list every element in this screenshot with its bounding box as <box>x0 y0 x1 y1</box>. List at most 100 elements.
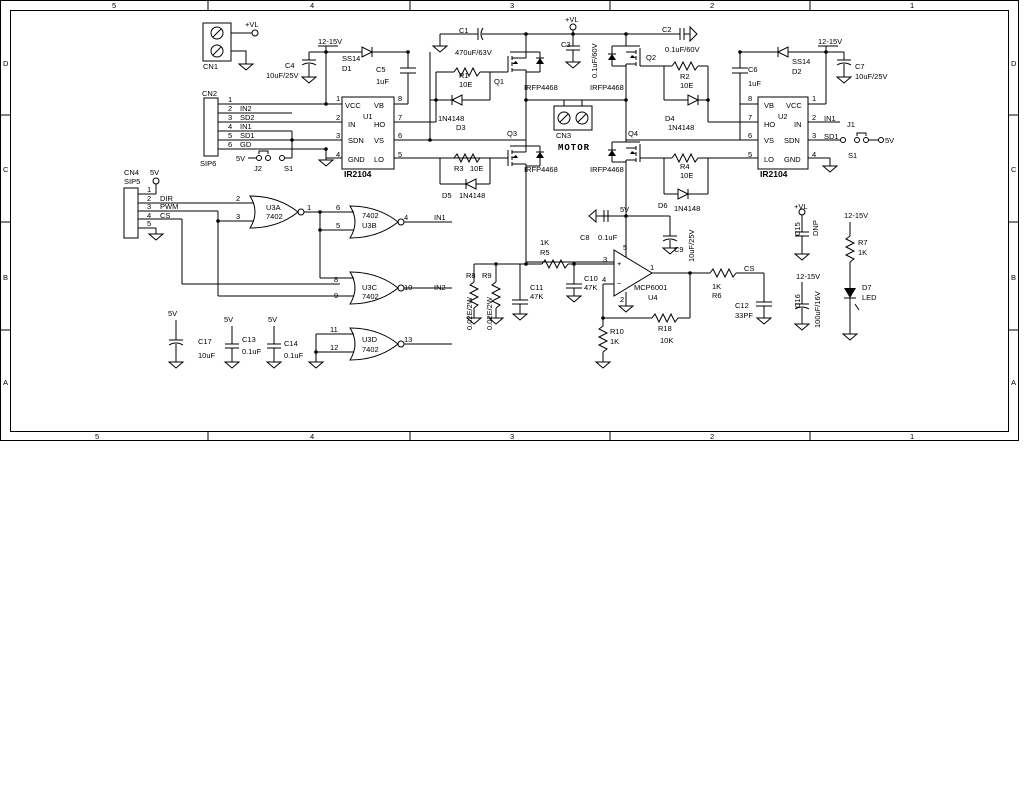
c15-value: DNP <box>811 220 820 236</box>
c11-ref: C11 <box>530 283 543 292</box>
d6-ref: D6 <box>658 201 668 210</box>
q1-ref: Q1 <box>494 77 504 86</box>
frame-row-a-right: A <box>1011 378 1016 387</box>
q2-part: IRFP4468 <box>590 83 624 92</box>
cn4-pin-1: 1 <box>147 185 151 194</box>
frame-row-c-right: C <box>1011 165 1017 174</box>
u3a-pin-2: 2 <box>236 194 240 203</box>
q2-mosfet: Q2 IRFP4468 <box>590 34 656 100</box>
u4-ref: U4 <box>648 293 658 302</box>
j1-jumper: J1 5V S1 <box>840 120 894 160</box>
u3c-part: 7402 <box>362 292 379 301</box>
c6-value: 1uF <box>748 79 761 88</box>
u2-ref: U2 <box>778 112 788 121</box>
c3-value: 0.1uF/60V <box>590 43 599 78</box>
frame-col-4-bottom: 4 <box>310 432 314 441</box>
cn3-ref: CN3 <box>556 131 571 140</box>
r2-value: 10E <box>680 81 693 90</box>
u2-pin-num-2: 2 <box>812 113 816 122</box>
cn4-part: SIP5 <box>124 177 140 186</box>
c15-ref: C15 <box>793 222 802 236</box>
right-misc: +VL C15 DNP 12-15V C16 100uF/16V 12-15V … <box>793 202 877 341</box>
motor-connector: CN3 MOTOR <box>430 98 752 153</box>
c13-net: 5V <box>224 315 233 324</box>
d5-part: 1N4148 <box>459 191 485 200</box>
gate-u3b: 7402 U3B 6 5 4 IN1 <box>318 203 452 278</box>
u3c-pin-10: 10 <box>404 283 412 292</box>
u3b-part: 7402 <box>362 211 379 220</box>
u1-pin-num-3: 3 <box>336 131 340 140</box>
frame-col-5-top: 5 <box>112 1 116 10</box>
u1-pin-num-2: 2 <box>336 113 340 122</box>
q1-part: IRFP4468 <box>524 83 558 92</box>
u1-pin-num-4: 4 <box>336 150 340 159</box>
c3-cap: C3 0.1uF/60V <box>561 34 599 78</box>
cn4-header: CN4 SIP5 5V 1 2 3 4 5 DIR PWM CS <box>123 168 340 285</box>
u2-pin-vcc: VCC <box>786 101 802 110</box>
u2-net-sd1: SD1 <box>824 132 839 141</box>
u3d-part: 7402 <box>362 345 379 354</box>
u2-net-in1: IN1 <box>824 114 836 123</box>
cn2-ref: CN2 <box>202 89 217 98</box>
frame-col-4-top: 4 <box>310 1 314 10</box>
u3a-part: 7402 <box>266 212 283 221</box>
c9-ref: C9 <box>674 245 684 254</box>
bypass-caps: 5V C17 10uF 5V C13 0.1uF 5V C14 0.1uF <box>167 309 304 369</box>
u3c-net: IN2 <box>434 283 446 292</box>
u1-ref: U1 <box>363 112 373 121</box>
vl-top-label: +VL <box>565 15 579 24</box>
u1-pin-num-5: 5 <box>398 150 402 159</box>
u3d-pin-11: 11 <box>330 325 338 334</box>
u1-pin-gnd: GND <box>348 155 365 164</box>
c3-ref: C3 <box>561 40 571 49</box>
c1-value: 470uF/63V <box>455 48 492 57</box>
cn1-terminal-block: CN1 +VL <box>202 20 259 71</box>
u1-pin-vs: VS <box>374 136 384 145</box>
r9-value: 0.02E/2W <box>485 296 494 330</box>
right-supply-label: 12-15V <box>818 37 842 46</box>
c16-ref: C16 <box>793 294 802 308</box>
u3b-pin-4: 4 <box>404 213 408 222</box>
q4-part: IRFP4468 <box>590 165 624 174</box>
r3-d5-gate: R3 10E D5 1N4148 <box>439 152 500 200</box>
right-supply: 12-15V SS14 D2 C6 1uF C7 10uF/25V <box>732 37 888 141</box>
u1-pin-num-7: 7 <box>398 113 402 122</box>
c1-bulk-cap: C1 470uF/63V <box>431 26 670 57</box>
c7-ref: C7 <box>855 62 865 71</box>
sheet-frame: 5 4 3 2 1 5 4 3 2 1 D C B A D C B A <box>0 0 1019 441</box>
d7-part: LED <box>862 293 877 302</box>
c17-net: 5V <box>168 309 177 318</box>
u3b-pin-6: 6 <box>336 203 340 212</box>
frame-col-2-top: 2 <box>710 1 714 10</box>
j1-v: 5V <box>885 136 894 145</box>
left-supply: 12-15V SS14 D1 C5 1uF C4 10uF/25V <box>266 37 416 104</box>
c16-value: 100uF/16V <box>813 291 822 328</box>
cn4-ref: CN4 <box>124 168 139 177</box>
cn1-ref: CN1 <box>203 62 218 71</box>
u2-pin-num-6: 6 <box>748 131 752 140</box>
q1-mosfet: Q1 IRFP4468 <box>494 34 558 100</box>
gate-u3c: U3C 7402 8 9 10 IN2 <box>218 271 452 305</box>
u2-pin-lo: LO <box>764 155 774 164</box>
c4-value: 10uF/25V <box>266 71 299 80</box>
frame-col-5-bottom: 5 <box>95 432 99 441</box>
r7-net: 12-15V <box>844 211 868 220</box>
u3d-pin-12: 12 <box>330 343 338 352</box>
j2-ref: J2 <box>254 164 262 173</box>
c2-ref: C2 <box>662 25 672 34</box>
u4-pin-3: 3 <box>603 255 607 264</box>
u2-pin-vs: VS <box>764 136 774 145</box>
frame-col-2-bottom: 2 <box>710 432 714 441</box>
u2-pin-num-1: 1 <box>812 94 816 103</box>
cn2-net-sd1: SD1 <box>240 131 255 140</box>
frame-row-d-right: D <box>1011 59 1017 68</box>
c9-value: 10uF/25V <box>687 229 696 262</box>
u4-pin-5: 5 <box>623 243 627 252</box>
gate-u3a: U3A 7402 2 3 1 <box>216 194 320 296</box>
c12-ref: C12 <box>735 301 749 310</box>
u3c-pin-8: 8 <box>334 275 338 284</box>
c1-ref: C1 <box>459 26 469 35</box>
u4-plus: + <box>617 259 622 268</box>
c14-ref: C14 <box>284 339 298 348</box>
